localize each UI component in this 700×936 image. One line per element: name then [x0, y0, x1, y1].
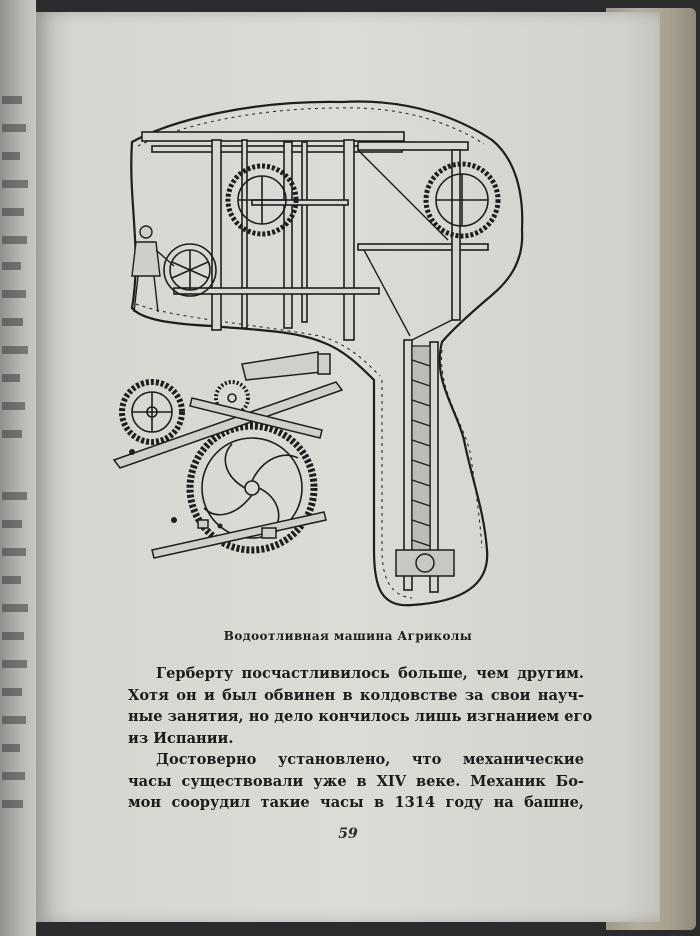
text-line: Хотя он и был обвинен в колдовстве за св… [128, 686, 584, 704]
text-line: Герберту посчастливилось больше, чем дру… [156, 665, 584, 682]
previous-page-edge [0, 0, 36, 936]
body-text: Герберту посчастливилось больше, чем дру… [128, 663, 593, 814]
text-line: часы существовали уже в XIV веке. Механи… [128, 772, 584, 790]
text-line: Достоверно установлено, что механические [156, 751, 584, 768]
text-line: из Испании. [128, 729, 234, 747]
page-number: 59 [338, 826, 358, 842]
mining-machine-illustration [112, 100, 524, 607]
text-line: ные занятия, но дело кончилось лишь изгн… [128, 708, 593, 725]
figure-caption: Водоотливная машина Агриколы [223, 629, 473, 643]
text-line: мон соорудил такие часы в 1314 году на б… [128, 794, 584, 811]
